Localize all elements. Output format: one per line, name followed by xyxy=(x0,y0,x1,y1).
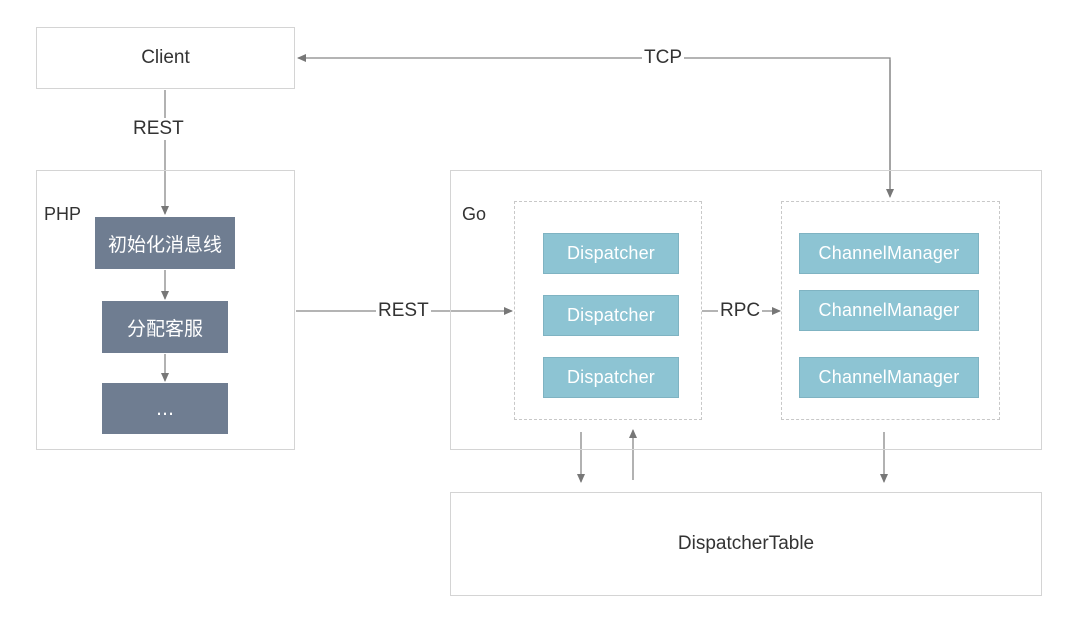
client-label: Client xyxy=(141,47,190,68)
dispatcher-table-label: DispatcherTable xyxy=(677,533,815,554)
dispatcher-node[interactable]: Dispatcher xyxy=(543,233,679,274)
client-box[interactable]: Client xyxy=(36,27,295,89)
dispatcher-node[interactable]: Dispatcher xyxy=(543,295,679,336)
go-container xyxy=(450,170,1042,450)
dispatcher-group xyxy=(514,201,702,420)
php-step-assign-agent[interactable]: 分配客服 xyxy=(102,301,228,353)
edge-label-rest-client-php: REST xyxy=(131,118,186,140)
edge-label-tcp: TCP xyxy=(642,47,684,69)
edge-label-rpc: RPC xyxy=(718,300,763,322)
channel-manager-node[interactable]: ChannelManager xyxy=(799,357,979,398)
php-step-init-message-line[interactable]: 初始化消息线 xyxy=(95,217,235,269)
dispatcher-table-box[interactable]: DispatcherTable xyxy=(450,492,1042,596)
php-container xyxy=(36,170,295,450)
dispatcher-node[interactable]: Dispatcher xyxy=(543,357,679,398)
channel-manager-group xyxy=(781,201,1000,420)
go-label: Go xyxy=(462,204,487,224)
channel-manager-node[interactable]: ChannelManager xyxy=(799,233,979,274)
channel-manager-node[interactable]: ChannelManager xyxy=(799,290,979,331)
php-step-more[interactable]: ... xyxy=(102,383,228,434)
php-label: PHP xyxy=(44,204,82,224)
edge-label-rest-php-go: REST xyxy=(376,300,431,322)
